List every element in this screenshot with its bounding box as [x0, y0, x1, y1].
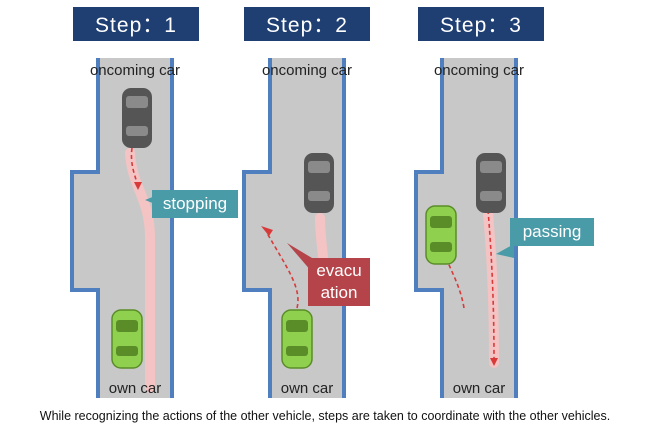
step-2-title: Step：2	[244, 7, 370, 41]
step-1-panel: oncoming car own car stopping	[70, 58, 240, 403]
oncoming-car	[122, 88, 152, 148]
figure-caption: While recognizing the actions of the oth…	[39, 409, 611, 423]
own-car	[425, 205, 457, 265]
step-2-panel: oncoming car own car evacu ation	[242, 58, 412, 403]
step-3-title: Step：3	[418, 7, 544, 41]
stopping-callout: stopping	[152, 190, 238, 218]
step-2-road-diagram	[242, 58, 346, 398]
step-3-panel: oncoming car own car passing	[414, 58, 594, 403]
step-1-title: Step：1	[73, 7, 199, 41]
oncoming-car	[304, 153, 334, 213]
passing-callout: passing	[510, 218, 594, 246]
evacuation-arrow	[266, 232, 299, 309]
passing-arrow	[487, 209, 495, 359]
oncoming-car-label: oncoming car	[261, 62, 353, 79]
oncoming-car-label: oncoming car	[89, 62, 181, 79]
step-1-road-diagram	[70, 58, 174, 398]
own-car	[281, 309, 313, 369]
own-car-label: own car	[452, 380, 506, 397]
own-car-label: own car	[280, 380, 334, 397]
own-car	[111, 309, 143, 369]
own-car-label: own car	[108, 380, 162, 397]
evacuation-callout: evacu ation	[308, 258, 370, 306]
oncoming-car-label: oncoming car	[433, 62, 525, 79]
oncoming-car	[476, 153, 506, 213]
